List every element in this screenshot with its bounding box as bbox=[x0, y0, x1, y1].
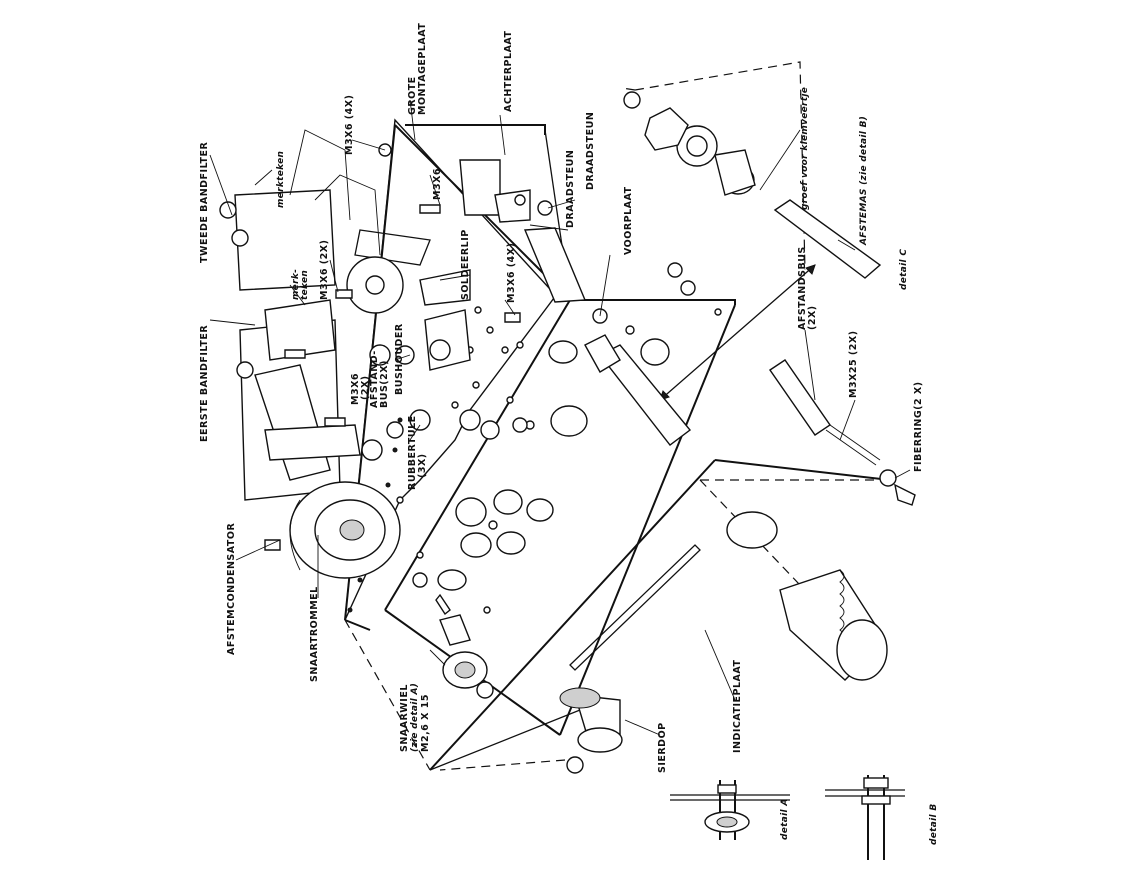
label-m3x6-small: M3X6 bbox=[350, 373, 361, 405]
label-m3x6-small-2: (2X) bbox=[360, 375, 371, 400]
label-m3x6-2x: M3X6 (2X) bbox=[319, 240, 330, 300]
label-snaarwiel-3: M2,6 X 15 bbox=[420, 694, 431, 752]
label-merkteken-2b: teken bbox=[300, 270, 310, 300]
label-fiberring: FIBERRING(2 X) bbox=[913, 381, 924, 472]
large-knob bbox=[779, 569, 888, 681]
label-detail-a: detail A bbox=[780, 798, 790, 840]
label-rubbertule-2: (3X) bbox=[417, 453, 428, 478]
label-merkteken-1: merkteken bbox=[276, 151, 286, 208]
label-groef-voor-klemveertje: groef voor klemveertje bbox=[800, 87, 810, 210]
label-voorplaat: VOORPLAAT bbox=[623, 186, 634, 255]
cord-drum bbox=[289, 481, 401, 579]
detail-a-drawing bbox=[670, 780, 790, 840]
projection-lines bbox=[344, 61, 890, 771]
label-snaarwiel-2: (zie detail A) bbox=[410, 683, 420, 752]
spacer-bushes bbox=[769, 359, 916, 506]
label-afstandsbus-2: (2X) bbox=[807, 305, 818, 330]
label-afstandbus-small-2: BUS(2X) bbox=[379, 360, 390, 408]
label-m3x6-4x-mid: M3X6 (4X) bbox=[506, 243, 517, 303]
label-grote-montageplaat-1: GROTE bbox=[407, 76, 418, 115]
leader-lines bbox=[209, 99, 911, 736]
label-m3x6-4x-top: M3X6 (4X) bbox=[344, 95, 355, 155]
second-bandfilter bbox=[219, 129, 431, 291]
label-achterplaat: ACHTERPLAAT bbox=[503, 30, 514, 112]
label-detail-b: detail B bbox=[929, 804, 939, 846]
label-indicatieplaat: INDICATIEPLAAT bbox=[732, 660, 743, 753]
label-afstandbus-small-1: AFSTAND- bbox=[369, 350, 380, 408]
label-draadsteun-lower: DRAADSTEUN bbox=[565, 150, 576, 228]
label-m3x6: M3X6 bbox=[432, 168, 443, 200]
dial-plate bbox=[429, 459, 891, 771]
label-afstandsbus-1: AFSTANDSBUS bbox=[797, 246, 808, 330]
label-grote-montageplaat-2: MONTAGEPLAAT bbox=[417, 23, 428, 115]
label-tweede-bandfilter: TWEEDE BANDFILTER bbox=[199, 141, 210, 263]
cord-pulley bbox=[439, 614, 494, 699]
label-snaarwiel-1: SNAARWIEL bbox=[399, 684, 410, 752]
labels: TWEEDE BANDFILTER EERSTE BANDFILTER AFST… bbox=[199, 23, 939, 845]
hardware-small-parts bbox=[264, 143, 696, 616]
label-bushouder: BUSHOUDER bbox=[394, 323, 405, 395]
label-sierdop: SIERDOP bbox=[657, 722, 668, 773]
detail-b-drawing bbox=[825, 775, 905, 860]
label-m3x25: M3X25 (2X) bbox=[848, 330, 859, 398]
label-detail-c: detail C bbox=[899, 249, 909, 290]
label-eerste-bandfilter: EERSTE BANDFILTER bbox=[199, 325, 210, 442]
tuning-capacitor bbox=[254, 364, 361, 481]
sierdop-knob bbox=[559, 687, 623, 774]
label-draadsteun-upper: DRAADSTEUN bbox=[585, 112, 596, 190]
label-merkteken-2a: merk- bbox=[291, 269, 301, 300]
label-afstemas: AFSTEMAS (zie detail B) bbox=[859, 116, 869, 246]
label-afstemcondensator: AFSTEMCONDENSATOR bbox=[226, 523, 237, 655]
label-soldeerlip: SOLDEERLIP bbox=[460, 229, 471, 300]
label-snaartrommel: SNAARTROMMEL bbox=[309, 586, 320, 682]
label-rubbertule-1: RUBBERTULE bbox=[407, 415, 418, 490]
front-shaft bbox=[584, 334, 692, 446]
